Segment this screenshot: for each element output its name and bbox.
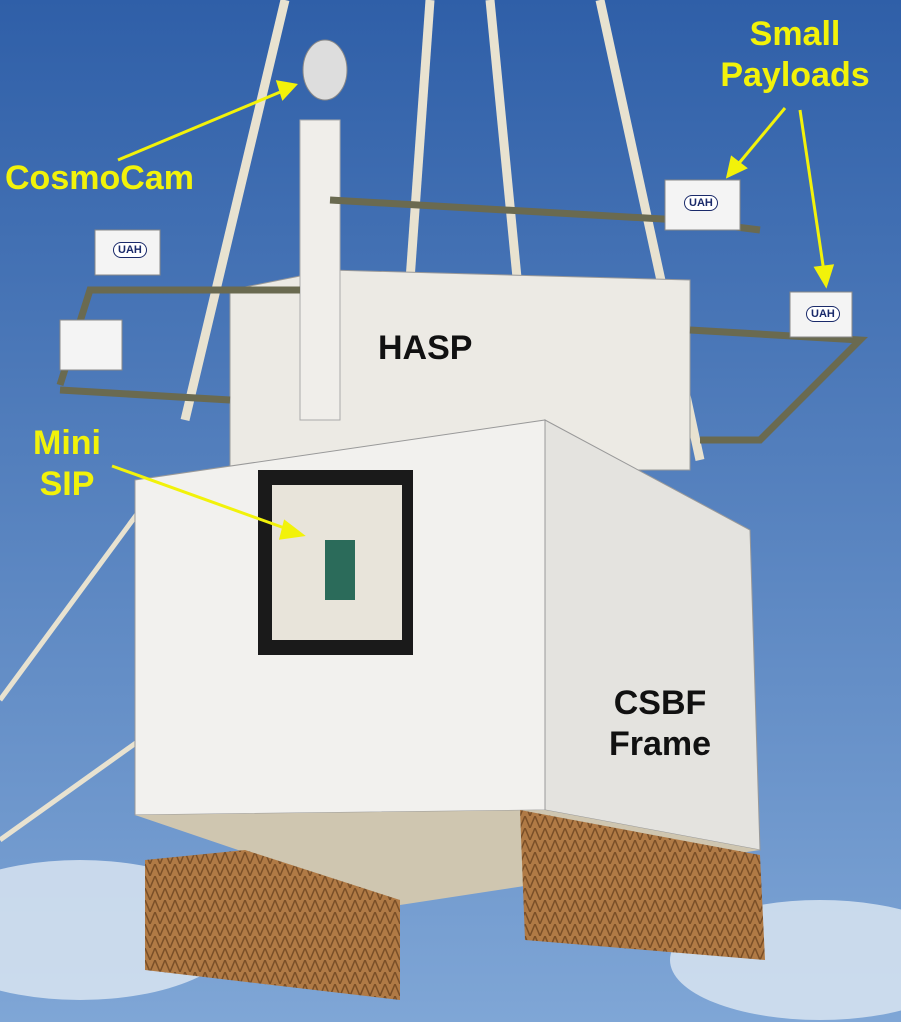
electronics [325,540,355,600]
label-line: Payloads [720,55,870,94]
cosmocam-mast [299,119,341,421]
uah-badge: UAH [113,242,147,258]
label-line: Small [749,15,841,53]
label-line: CSBF [613,684,707,722]
hasp-label: HASP [378,329,473,367]
label-line: SIP [39,464,95,503]
crush-pad-right [520,810,765,960]
label-line: Mini [33,424,101,462]
cosmocam-camera [302,39,348,101]
label-line: Frame [608,724,712,763]
uah-badge: UAH [806,306,840,322]
small-payloads-label: Small Payloads [700,14,890,96]
csbf-frame-label: CSBF Frame [595,683,725,765]
uah-badge: UAH [684,195,718,211]
crush-pad-left [145,850,400,1000]
annotation-arrows [111,80,835,540]
mini-sip-label: Mini SIP [22,423,112,505]
small-payload-box [59,319,123,371]
cosmocam-label: CosmoCam [5,159,194,197]
